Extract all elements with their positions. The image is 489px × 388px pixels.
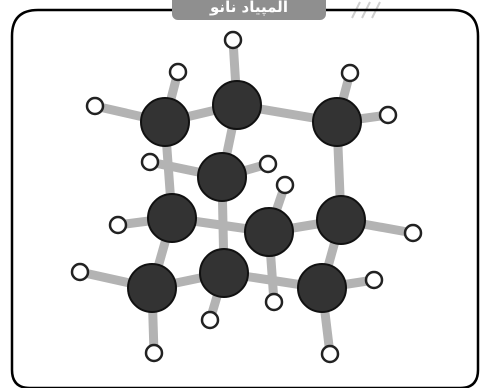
- hydrogen-atom: [378, 105, 398, 125]
- carbon-atom: [244, 207, 294, 257]
- hydrogen-atom: [70, 262, 90, 282]
- hydrogen-atom: [364, 270, 384, 290]
- hydrogen-atom: [223, 30, 243, 50]
- carbon-atom: [197, 152, 247, 202]
- carbon-atom: [140, 97, 190, 147]
- carbon-atoms: [127, 80, 366, 313]
- hydrogen-atom: [140, 152, 160, 172]
- carbon-atom: [199, 248, 249, 298]
- carbon-atom: [127, 263, 177, 313]
- carbon-atom: [212, 80, 262, 130]
- hydrogen-atom: [258, 154, 278, 174]
- hydrogen-atoms: [70, 30, 423, 364]
- hydrogen-atom: [108, 215, 128, 235]
- rounded-border: [10, 8, 480, 388]
- hydrogen-atom: [85, 96, 105, 116]
- hydrogen-atom: [340, 63, 360, 83]
- carbon-atom: [312, 97, 362, 147]
- hydrogen-atom: [264, 292, 284, 312]
- carbon-atom: [147, 193, 197, 243]
- title-tab: المپیاد نانو: [172, 0, 326, 20]
- hydrogen-atom: [275, 175, 295, 195]
- hydrogen-atom: [403, 223, 423, 243]
- hydrogen-atom: [320, 344, 340, 364]
- carbon-atom: [297, 263, 347, 313]
- hydrogen-atom: [144, 343, 164, 363]
- carbon-atom: [316, 195, 366, 245]
- hydrogen-atom: [200, 310, 220, 330]
- hydrogen-atom: [168, 62, 188, 82]
